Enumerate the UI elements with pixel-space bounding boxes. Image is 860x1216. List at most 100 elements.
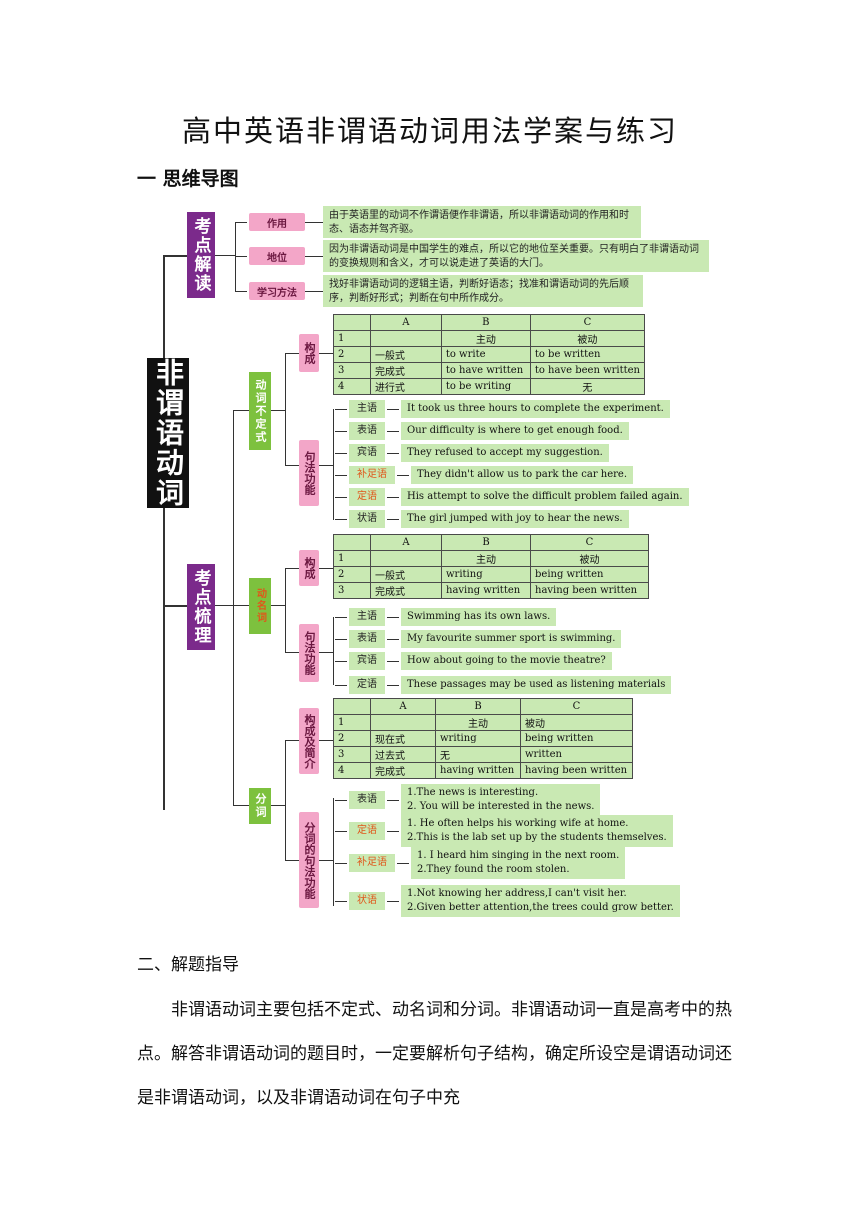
function-label: 补足语 xyxy=(349,466,395,484)
function-row: 补足语 They didn't allow us to park the car … xyxy=(333,466,634,484)
function-row: 补足语 1. I heard him singing in the next ro… xyxy=(333,847,626,879)
connector xyxy=(163,255,187,257)
kaodian-jiedu-node: 考点解读 xyxy=(187,212,215,298)
note-zuoyong: 由于英语里的动词不作谓语便作非谓语，所以非谓语动词的作用和时态、语态并驾齐驱。 xyxy=(323,206,641,238)
connector xyxy=(285,465,299,466)
example-sentence: 2.They found the room stolen. xyxy=(417,864,570,875)
label-goucheng: 构成 xyxy=(299,550,319,586)
section-heading-mindmap: 一 思维导图 xyxy=(137,168,239,190)
label-jufa-gongneng: 句法功能 xyxy=(299,624,319,682)
label-diwei: 地位 xyxy=(249,247,305,265)
label-fenci-jufa-gongneng: 分词的句法功能 xyxy=(299,812,319,908)
table-cell: having been written xyxy=(520,762,633,779)
connector xyxy=(271,805,285,806)
connector xyxy=(305,291,323,292)
table-cell: 现在式 xyxy=(370,730,436,747)
connector xyxy=(319,465,333,466)
table-cell: 一般式 xyxy=(369,346,442,363)
table-cell: 主动 xyxy=(441,550,531,567)
example-sentences: 1. He often helps his working wife at ho… xyxy=(401,815,673,847)
table-cell: to be written xyxy=(529,346,646,363)
paragraph-text: 非谓语动词主要包括不定式、动名词和分词。非谓语动词一直是高考中的热点。解答非谓语… xyxy=(137,1000,732,1108)
connector xyxy=(333,617,334,685)
function-label: 定语 xyxy=(349,676,385,694)
example-sentence: 1. I heard him singing in the next room. xyxy=(417,850,620,861)
label-zuoyong: 作用 xyxy=(249,213,305,231)
connector xyxy=(233,805,249,806)
table-cell: 被动 xyxy=(529,330,646,347)
function-label: 状语 xyxy=(349,510,385,528)
node-participle: 分词 xyxy=(249,788,271,824)
table-cell: 1 xyxy=(333,714,371,731)
example-sentences: 1. I heard him singing in the next room.… xyxy=(411,847,626,879)
table-cell xyxy=(333,698,371,715)
trunk-line xyxy=(163,255,165,810)
table-cell: having written xyxy=(435,762,521,779)
example-sentence: Our difficulty is where to get enough fo… xyxy=(401,422,629,440)
connector xyxy=(235,256,247,257)
connector xyxy=(285,860,299,861)
connector xyxy=(233,410,234,805)
connector xyxy=(233,410,249,411)
function-label: 定语 xyxy=(349,488,385,506)
table-cell: written xyxy=(520,746,633,763)
connector xyxy=(305,222,323,223)
table-cell: 3 xyxy=(333,746,371,763)
connector xyxy=(215,605,233,606)
connector xyxy=(271,410,285,411)
node-gerund: 动名词 xyxy=(249,578,271,634)
table-header: B xyxy=(441,534,531,551)
table-header: A xyxy=(370,534,442,551)
table-cell: 1 xyxy=(333,550,371,567)
function-label: 补足语 xyxy=(349,854,395,872)
function-label: 状语 xyxy=(349,892,385,910)
connector xyxy=(235,291,247,292)
connector xyxy=(285,568,286,652)
label-goucheng-jianjie: 构成及简介 xyxy=(299,708,319,774)
table-cell: to have been written xyxy=(529,362,646,379)
table-cell: 过去式 xyxy=(370,746,436,763)
example-sentence: Swimming has its own laws. xyxy=(401,608,557,626)
connector xyxy=(319,652,333,653)
table-cell: writing xyxy=(441,566,531,583)
function-label: 表语 xyxy=(349,630,385,648)
table-header: C xyxy=(529,314,646,331)
table-cell: 完成式 xyxy=(370,762,436,779)
table-cell: 进行式 xyxy=(369,378,442,395)
table-cell xyxy=(370,550,442,567)
connector xyxy=(319,353,333,354)
label-jufa-gongneng: 句法功能 xyxy=(299,440,319,506)
example-sentence: It took us three hours to complete the e… xyxy=(401,400,670,418)
table-cell: 1 xyxy=(333,330,371,347)
table-cell xyxy=(369,330,442,347)
connector xyxy=(285,353,286,465)
table-cell: being written xyxy=(530,566,649,583)
table-cell: being written xyxy=(520,730,633,747)
example-sentence: They didn't allow us to park the car her… xyxy=(411,466,634,484)
table-header: C xyxy=(520,698,633,715)
connector xyxy=(271,605,285,606)
connector xyxy=(235,222,247,223)
connector xyxy=(285,740,286,860)
connector xyxy=(163,605,187,607)
example-sentence: The girl jumped with joy to hear the new… xyxy=(401,510,629,528)
page-title: 高中英语非谓语动词用法学案与练习 xyxy=(181,114,678,148)
table-header: B xyxy=(435,698,521,715)
table-cell: 被动 xyxy=(520,714,633,731)
example-sentence: They refused to accept my suggestion. xyxy=(401,444,609,462)
example-sentence: 2.This is the lab set up by the students… xyxy=(407,832,667,843)
connector xyxy=(233,605,249,606)
table-cell: 被动 xyxy=(530,550,649,567)
